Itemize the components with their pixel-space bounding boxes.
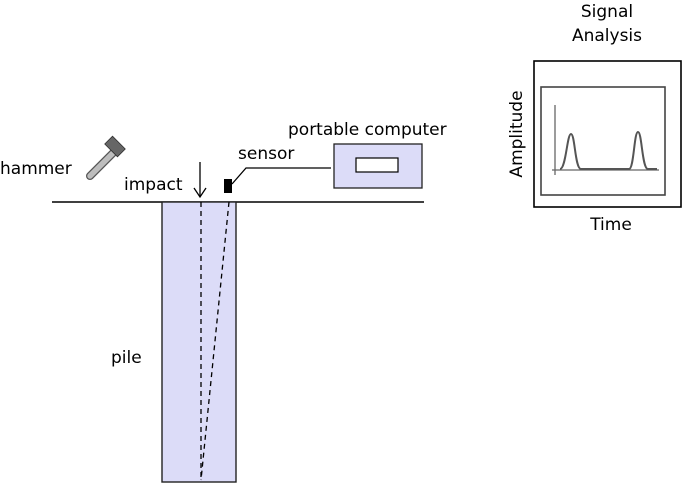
sensor-label: sensor (238, 144, 294, 164)
signal-frame (533, 60, 682, 208)
time-axis-label: Time (589, 215, 632, 235)
computer-screen-icon (355, 157, 399, 173)
hammer-label: hammer (0, 159, 72, 179)
wave-path-reflected (200, 201, 230, 481)
signal-plot (540, 86, 666, 196)
impact-label: impact (124, 175, 183, 195)
sensor-icon (224, 179, 232, 193)
sensor-cable (231, 167, 331, 185)
signal-analysis-title-line1: Signal (581, 2, 633, 22)
signal-waveform (559, 130, 657, 170)
portable-computer-label: portable computer (288, 120, 447, 140)
impact-arrow-icon (193, 162, 207, 199)
amplitude-axis-label: Amplitude (507, 90, 527, 177)
hammer-icon (86, 135, 126, 180)
pile (161, 201, 237, 483)
signal-analysis-title-line2: Analysis (572, 26, 642, 46)
pile-label: pile (111, 348, 142, 368)
